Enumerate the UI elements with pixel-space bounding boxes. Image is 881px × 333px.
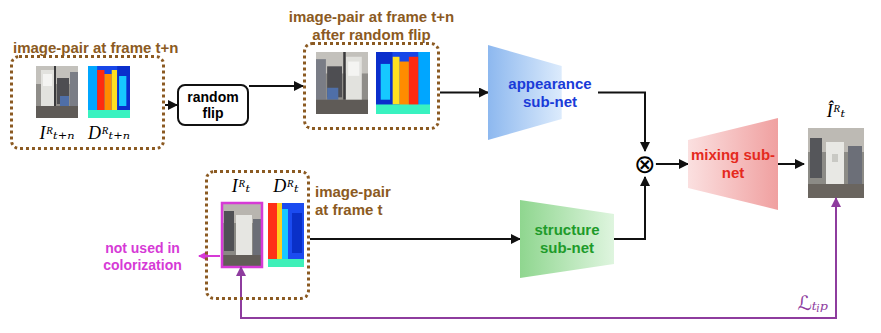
note-label: not used in colorization xyxy=(95,240,190,274)
image-tile: Îᴿₜ xyxy=(804,100,868,198)
process-box: random flip xyxy=(177,84,249,126)
rgb-image xyxy=(222,203,262,267)
depth-image xyxy=(88,66,130,118)
image-tile: Dᴿₜ xyxy=(266,175,306,267)
rgb-image xyxy=(36,66,78,118)
flow-arrow xyxy=(614,177,645,239)
flow-arrow xyxy=(249,85,303,87)
flow-arrow xyxy=(310,238,520,240)
image-label: Iᴿₜ₊ₙ xyxy=(26,122,88,144)
depth-image xyxy=(268,203,304,267)
group-heading: image-pair at frame t+n after random fli… xyxy=(279,8,464,44)
subnet-block: structure sub-net xyxy=(520,200,614,278)
flow-arrow xyxy=(656,163,688,165)
group-heading: image-pair at frame t+n xyxy=(13,39,193,57)
multiply-operator: ⊗ xyxy=(634,151,656,177)
loss-label: ℒₜᵢₚ xyxy=(798,291,829,315)
flow-arrow xyxy=(440,92,488,94)
text-holder: structure sub-net xyxy=(520,200,614,278)
image-pair-group: image-pair at frame tIᴿₜDᴿₜ xyxy=(205,170,310,300)
leader-arrow xyxy=(199,255,220,257)
text-holder: mixing sub-net xyxy=(688,118,778,210)
flipped-depth-image xyxy=(376,52,430,114)
group-heading: image-pair at frame t xyxy=(315,183,403,219)
image-tile: Iᴿₜ₊ₙ xyxy=(32,64,82,144)
flipped-rgb-image xyxy=(316,52,368,114)
image-label: Dᴿₜ₊ₙ xyxy=(78,122,140,144)
subnet-label: structure sub-net xyxy=(520,221,614,257)
image-pair-group: image-pair at frame t+n after random fli… xyxy=(303,42,440,130)
image-label: Dᴿₜ xyxy=(260,175,312,197)
subnet-label: appearance sub-net xyxy=(502,75,598,111)
subnet-label: mixing sub-net xyxy=(688,146,778,182)
image-label: Îᴿₜ xyxy=(798,100,874,122)
flow-arrow xyxy=(165,104,177,106)
rgb-image xyxy=(316,52,368,114)
trapezoid-fill xyxy=(520,200,614,278)
flow-arrow xyxy=(778,163,804,165)
image-tile: Iᴿₜ xyxy=(218,175,264,267)
flow-arrow xyxy=(598,93,645,152)
text-holder: appearance sub-net xyxy=(488,45,598,140)
box-label: random flip xyxy=(184,89,242,121)
image-tile: Dᴿₜ₊ₙ xyxy=(84,64,134,144)
subnet-block: mixing sub-net xyxy=(688,118,778,210)
depth-image xyxy=(376,52,430,114)
output-image xyxy=(808,128,864,198)
image-label: Iᴿₜ xyxy=(212,175,270,197)
subnet-block: appearance sub-net xyxy=(488,45,598,140)
operator-symbol: ⊗ xyxy=(634,151,656,177)
trapezoid-fill xyxy=(688,118,778,210)
image-pair-group: image-pair at frame t+nIᴿₜ₊ₙDᴿₜ₊ₙ xyxy=(10,55,165,150)
highlight-frame xyxy=(222,203,262,267)
